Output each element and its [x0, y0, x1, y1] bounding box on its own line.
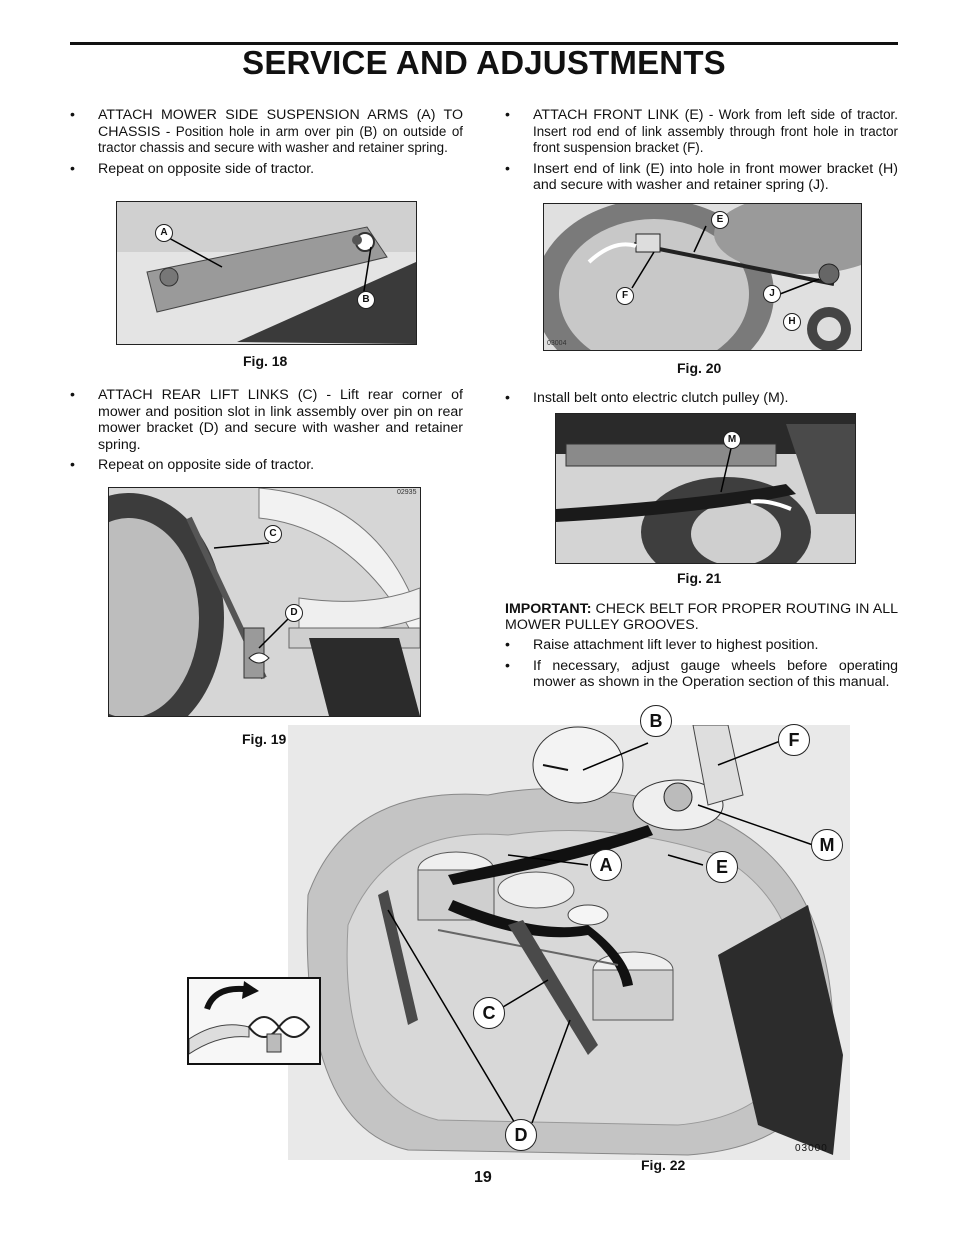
title-rule: [70, 42, 898, 45]
left-instructions-top: • ATTACH MOWER SIDE SUSPENSION ARMS (A) …: [70, 107, 463, 181]
fig21-image: [555, 413, 856, 564]
fig20-caption: Fig. 20: [677, 360, 722, 376]
fig19-image: [108, 487, 421, 717]
fig20-image: [543, 203, 862, 351]
bullet-adjust-gauge-wheels: • If necessary, adjust gauge wheels befo…: [505, 657, 898, 691]
fig22-callout-c: C: [473, 997, 505, 1029]
fig22-callout-d: D: [505, 1119, 537, 1151]
fig19-code: 02935: [397, 489, 417, 496]
right-instructions-bottom: • Raise attachment lift lever to highest…: [505, 637, 898, 695]
fig20-callout-f: F: [616, 287, 634, 305]
fig19-callout-d: D: [285, 604, 303, 622]
fig18-image: [116, 201, 417, 345]
bullet-repeat-2: • Repeat on opposite side of tractor.: [70, 457, 315, 473]
bullet-attach-side-arms: • ATTACH MOWER SIDE SUSPENSION ARMS (A) …: [70, 107, 463, 155]
page-number: 19: [474, 1169, 492, 1186]
fig20-callout-e: E: [711, 211, 729, 229]
fig19-caption: Fig. 19: [242, 731, 287, 747]
fig22-image: [288, 724, 850, 1160]
fig22-callout-a: A: [590, 849, 622, 881]
right-instructions-top: • ATTACH FRONT LINK (E) - Work from left…: [505, 107, 898, 198]
bullet-repeat-1: • Repeat on opposite side of tractor.: [70, 160, 315, 177]
fig21-callout-m: M: [723, 431, 741, 449]
important-note: IMPORTANT: CHECK BELT FOR PROPER ROUTING…: [505, 601, 898, 633]
bullet-attach-front-link: • ATTACH FRONT LINK (E) - Work from left…: [505, 107, 898, 155]
left-instructions-mid: • ATTACH REAR LIFT LINKS (C) - Lift rear…: [70, 387, 463, 478]
fig22-callout-b: B: [640, 705, 672, 737]
fig20-code: 03004: [547, 340, 567, 347]
fig18-callout-a: A: [155, 224, 173, 242]
fig20-callout-j: J: [763, 285, 781, 303]
fig21-caption: Fig. 21: [677, 570, 722, 586]
fig22-callout-e: E: [706, 851, 738, 883]
fig22-caption: Fig. 22: [641, 1157, 686, 1173]
bullet-raise-lever: • Raise attachment lift lever to highest…: [505, 637, 819, 653]
page-title: SERVICE AND ADJUSTMENTS: [242, 44, 726, 81]
fig22-callout-f: F: [778, 724, 810, 756]
bullet-insert-link-end: • Insert end of link (E) into hole in fr…: [505, 160, 898, 194]
fig22-code: 03000: [795, 1143, 828, 1154]
fig18-callout-b: B: [357, 291, 375, 309]
right-instructions-belt: • Install belt onto electric clutch pull…: [505, 390, 898, 411]
fig22-callout-m: M: [811, 829, 843, 861]
fig20-callout-h: H: [783, 313, 801, 331]
bullet-install-belt: • Install belt onto electric clutch pull…: [505, 390, 789, 406]
fig18-caption: Fig. 18: [243, 353, 288, 369]
fig19-callout-c: C: [264, 525, 282, 543]
bullet-attach-rear-links: • ATTACH REAR LIFT LINKS (C) - Lift rear…: [70, 387, 463, 453]
fig22-inset-clip: [187, 977, 321, 1065]
